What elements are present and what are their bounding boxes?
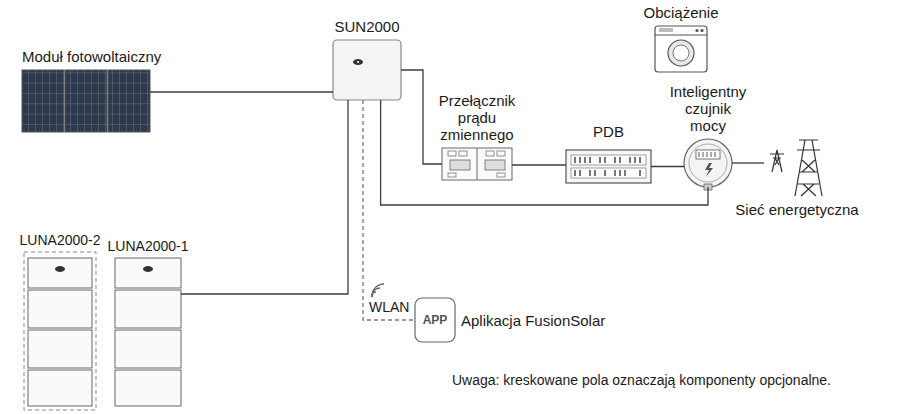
wifi-symbol [371, 284, 384, 297]
pv-panels [22, 70, 150, 132]
component-label: LUNA2000-1 [108, 238, 189, 255]
power-meter: Inteligentny czujnik mocy [684, 139, 732, 187]
power-cable [150, 91, 333, 92]
battery-optional [24, 252, 96, 410]
inverter: SUN2000 [333, 40, 401, 100]
note-text: Uwaga: kreskowane pola oznaczają kompone… [452, 372, 831, 389]
component-label: LUNA2000-2 [20, 232, 101, 249]
wireless-link [363, 100, 415, 320]
power-cable [512, 164, 566, 165]
power-grid: Sieć energetyczna [764, 130, 830, 196]
component-label: Inteligentny czujnik mocy [667, 83, 749, 134]
power-cable [401, 70, 442, 164]
inverter-icon [333, 40, 401, 100]
app-icon [415, 298, 455, 342]
icon-text: APP [423, 312, 448, 329]
battery [115, 258, 181, 406]
component-label: Obciążenie [643, 4, 718, 21]
ac-switch-icon [442, 148, 512, 180]
power-cable [181, 100, 348, 294]
component-label: Moduł fotowoltaiczny [22, 48, 161, 65]
component-label: SUN2000 [334, 18, 399, 35]
component-label: Przełącznik prądu zmiennego [432, 92, 522, 143]
edge-label: WLAN [367, 299, 411, 315]
pdb-icon [566, 150, 651, 183]
power-cable [381, 100, 708, 205]
load-icon [655, 26, 707, 72]
app: APPAplikacja FusionSolar [415, 298, 455, 342]
ac-switch: Przełącznik prądu zmiennego [442, 148, 512, 180]
component-label: Aplikacja FusionSolar [461, 312, 605, 329]
pdb: PDB [566, 150, 651, 183]
power-cable [651, 166, 684, 167]
grid-towers [770, 140, 822, 196]
battery: LUNA2000-2 [24, 258, 96, 406]
meter-icon [684, 139, 732, 190]
load: Obciążenie [655, 26, 707, 72]
power-cable [732, 162, 764, 163]
battery: LUNA2000-1 [115, 258, 181, 406]
component-label: PDB [593, 123, 624, 140]
component-label: Sieć energetyczna [735, 201, 858, 218]
pv-module: Moduł fotowoltaiczny [22, 70, 150, 132]
